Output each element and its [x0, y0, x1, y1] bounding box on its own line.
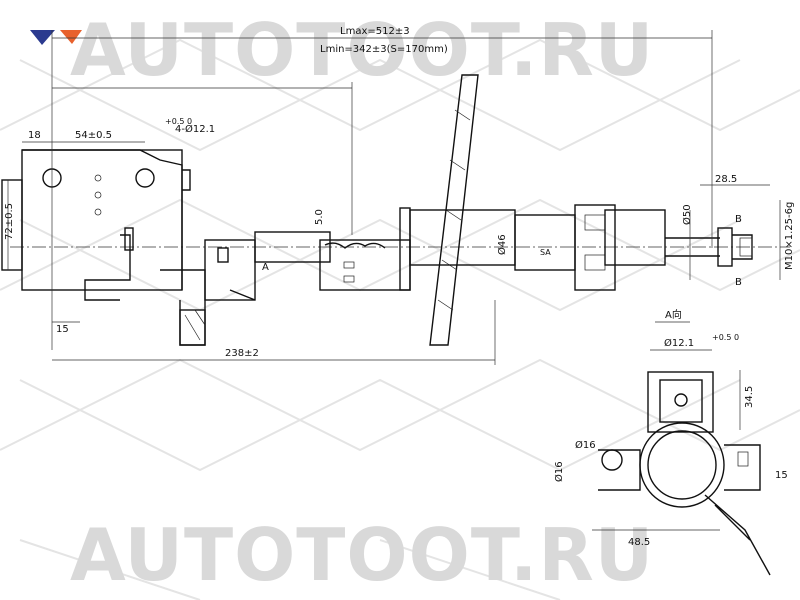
dim-lmax: Lmax=512±3: [340, 26, 410, 37]
dim-238: 238±2: [225, 348, 259, 359]
watermark-bottom: AUTOTOOT.RU: [70, 513, 654, 597]
watermark-layer: AUTOTOOT.RU AUTOTOOT.RU: [0, 8, 800, 600]
detail-small-dia: Ø16: [575, 439, 596, 451]
dim-body-dia: Ø46: [496, 234, 508, 255]
section-b-top: B: [735, 214, 742, 225]
dim-15: 15: [56, 324, 69, 335]
view-a-marker: A: [262, 262, 269, 273]
dim-mount-holes-tol: +0.5 0: [165, 117, 192, 126]
dimension-lines: [7, 30, 781, 365]
piston-rod: [665, 227, 753, 267]
watermark-pattern: [0, 38, 800, 600]
dim-thread-len: 28.5: [715, 174, 737, 185]
dim-hole-spacing: 54±0.5: [75, 130, 112, 141]
upper-body: SA: [409, 204, 666, 291]
dim-mount-holes: 4-Ø12.1: [175, 123, 215, 135]
corner-logo: [30, 30, 82, 45]
body-marking: SA: [540, 248, 551, 257]
spring-seat: [429, 74, 479, 346]
watermark-top: AUTOTOOT.RU: [70, 8, 654, 92]
mount-bracket: [1, 149, 206, 346]
dim-thread: M10×1.25-6g: [784, 202, 795, 270]
dim-rod-dia: Ø50: [681, 204, 693, 225]
detail-height: 34.5: [744, 386, 755, 408]
detail-view-a: A向 Ø12.1 +0.5 0 34.5 Ø16 Ø16 15 48.5: [553, 308, 788, 576]
lower-tube: [204, 231, 331, 301]
detail-bottom-dim: 48.5: [628, 537, 650, 548]
dimension-texts: Lmax=512±3 Lmin=342±3(S=170mm) 18 54±0.5…: [4, 26, 795, 359]
view-a-label: A向: [665, 308, 682, 321]
dim-18: 18: [28, 130, 41, 141]
dim-lmin: Lmin=342±3(S=170mm): [320, 44, 448, 55]
detail-bracket-width-tol: +0.5 0: [712, 333, 739, 342]
dim-mount-height: 72±0.5: [4, 203, 15, 240]
detail-bracket-width: Ø12.1: [664, 337, 694, 349]
detail-right-dim: 15: [775, 470, 788, 481]
dim-5: 5.0: [314, 209, 325, 225]
section-b-bottom: B: [735, 277, 742, 288]
detail-left-dim: Ø16: [553, 461, 565, 482]
